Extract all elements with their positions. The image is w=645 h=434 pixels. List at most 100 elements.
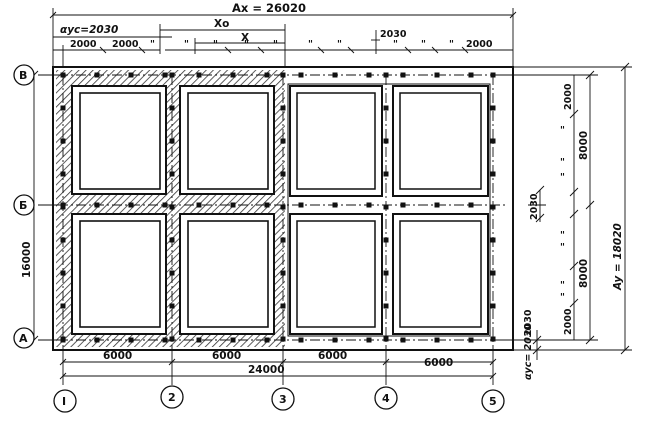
settlement-mark <box>383 138 389 144</box>
top-quote-6: " <box>308 39 313 50</box>
right-dim-8000-upper: 8000 <box>578 131 590 160</box>
right-bays <box>287 83 491 337</box>
xo-label: Xo <box>214 18 229 30</box>
settlement-mark <box>400 202 406 208</box>
top-dim-2000-a: 2000 <box>70 39 97 50</box>
right-dim-2030-mid: 2030 <box>529 193 540 220</box>
top-dimension-lines <box>49 8 517 67</box>
settlement-mark <box>383 237 389 243</box>
left-dim-16000: 16000 <box>21 241 33 278</box>
top-quote-2: " <box>184 39 189 50</box>
settlement-mark <box>280 270 286 276</box>
right-dim-8000-lower: 8000 <box>578 259 590 288</box>
settlement-mark <box>400 72 406 78</box>
settlement-mark <box>162 337 168 343</box>
settlement-mark <box>230 337 236 343</box>
ayc-bottom-2030: 2030 <box>523 309 534 336</box>
right-quote-mark: " <box>560 292 565 303</box>
top-dim-2000-b: 2000 <box>112 39 139 50</box>
right-dimension-lines <box>495 62 632 360</box>
settlement-mark <box>280 303 286 309</box>
settlement-mark <box>60 138 66 144</box>
settlement-mark <box>230 202 236 208</box>
bottom-span-1: 6000 <box>103 350 132 362</box>
settlement-mark <box>280 237 286 243</box>
settlement-mark <box>230 72 236 78</box>
settlement-mark <box>196 337 202 343</box>
settlement-mark <box>468 202 474 208</box>
settlement-mark <box>298 72 304 78</box>
settlement-mark <box>383 72 389 78</box>
top-quote-8: " <box>393 39 398 50</box>
col-axis-4: 4 <box>382 392 390 405</box>
settlement-mark <box>264 72 270 78</box>
settlement-mark <box>298 202 304 208</box>
top-quote-4: " <box>244 39 249 50</box>
x-label: X <box>241 32 249 44</box>
settlement-mark <box>332 72 338 78</box>
settlement-mark <box>383 105 389 111</box>
top-quote-5: " <box>273 39 278 50</box>
settlement-mark <box>383 270 389 276</box>
row-axis-B: Б <box>19 199 27 212</box>
bottom-span-2: 6000 <box>212 350 241 362</box>
settlement-mark <box>490 72 496 78</box>
right-quote-marks: """"""" <box>560 125 565 303</box>
settlement-mark <box>366 202 372 208</box>
settlement-mark <box>490 204 496 210</box>
settlement-mark <box>280 171 286 177</box>
settlement-marks <box>60 72 496 343</box>
settlement-mark <box>94 337 100 343</box>
row-axis-V: В <box>19 69 27 82</box>
settlement-mark <box>490 171 496 177</box>
col-axis-3: 3 <box>279 393 287 406</box>
settlement-mark <box>169 138 175 144</box>
settlement-mark <box>60 72 66 78</box>
right-dim-2000-top: 2000 <box>563 83 574 110</box>
settlement-mark <box>196 72 202 78</box>
settlement-mark <box>196 202 202 208</box>
right-quote-mark: " <box>560 242 565 253</box>
settlement-mark <box>383 171 389 177</box>
bottom-span-3: 6000 <box>318 350 347 362</box>
settlement-mark <box>298 337 304 343</box>
right-quote-mark: " <box>560 172 565 183</box>
settlement-mark <box>280 336 286 342</box>
settlement-mark <box>162 72 168 78</box>
settlement-mark <box>169 237 175 243</box>
left-bays <box>71 85 275 335</box>
bottom-total-24000: 24000 <box>248 364 285 376</box>
settlement-mark <box>264 337 270 343</box>
ayc-bottom-label: αус= 2030 <box>523 324 534 380</box>
settlement-mark <box>383 336 389 342</box>
settlement-mark <box>264 202 270 208</box>
settlement-mark <box>169 72 175 78</box>
top-quote-3: " <box>213 39 218 50</box>
right-quote-mark: " <box>560 125 565 136</box>
settlement-mark <box>169 171 175 177</box>
right-quote-mark: " <box>560 157 565 168</box>
settlement-mark <box>60 237 66 243</box>
settlement-mark <box>128 337 134 343</box>
settlement-mark <box>468 337 474 343</box>
right-dim-2000-bottom: 2000 <box>563 308 574 335</box>
settlement-mark <box>60 336 66 342</box>
settlement-mark <box>490 303 496 309</box>
settlement-mark <box>400 337 406 343</box>
col-axis-1: I <box>62 395 66 408</box>
col-axis-5: 5 <box>489 395 497 408</box>
settlement-mark <box>366 337 372 343</box>
settlement-mark <box>162 202 168 208</box>
settlement-mark <box>169 303 175 309</box>
settlement-mark <box>280 105 286 111</box>
settlement-mark <box>490 270 496 276</box>
settlement-mark <box>280 138 286 144</box>
settlement-mark <box>94 72 100 78</box>
top-dim-2030: 2030 <box>380 29 407 40</box>
settlement-mark <box>332 337 338 343</box>
settlement-mark <box>94 202 100 208</box>
column-axis-bubbles <box>53 385 505 413</box>
col-axis-2: 2 <box>168 391 176 404</box>
settlement-mark <box>383 303 389 309</box>
